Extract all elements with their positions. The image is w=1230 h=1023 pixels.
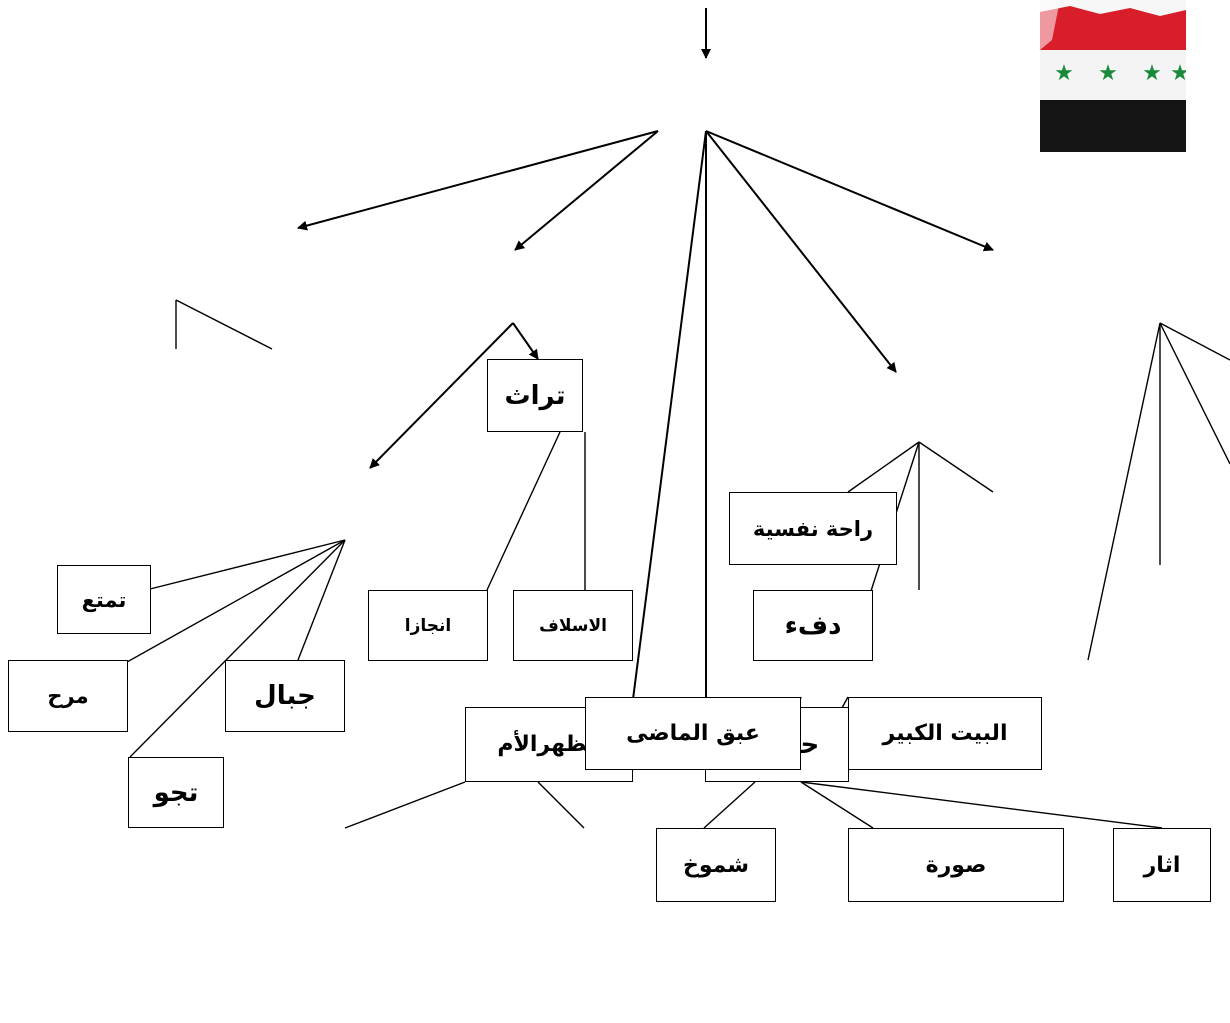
svg-text:★: ★ <box>1170 61 1186 86</box>
subtree-arrow-left <box>369 322 514 469</box>
node-tajawwul: تجو <box>128 757 224 828</box>
branch-arrow-mazahir <box>628 130 707 708</box>
node-jibal: جبال <box>225 660 345 732</box>
branch-arrow-right <box>705 130 994 252</box>
node-bayt: البيت الكبير <box>848 697 1042 770</box>
node-aslaf: الاسلاف <box>513 590 633 661</box>
branch-arrow-center-left <box>514 130 659 251</box>
node-abaq: عبق الماضى <box>585 697 801 770</box>
node-tamattu: تمتع <box>57 565 151 634</box>
node-injazat: انجازا <box>368 590 488 661</box>
svg-text:★: ★ <box>1054 61 1074 86</box>
iraq-map-flag-icon: ★ ★ ★ ★ <box>1040 0 1186 152</box>
node-sura: صورة <box>848 828 1064 902</box>
subtree-arrow-turath <box>512 322 539 360</box>
branch-arrow-center-right <box>705 130 897 373</box>
node-dif: دفء <box>753 590 873 661</box>
node-turath: تراث <box>487 359 583 432</box>
svg-text:★: ★ <box>1098 61 1118 86</box>
branch-arrow-left <box>297 130 659 231</box>
node-raha: راحة نفسية <box>729 492 897 565</box>
node-shumukh: شموخ <box>656 828 776 902</box>
node-marah: مرح <box>8 660 128 732</box>
node-athar: اثار <box>1113 828 1211 902</box>
svg-text:★: ★ <box>1142 61 1162 86</box>
